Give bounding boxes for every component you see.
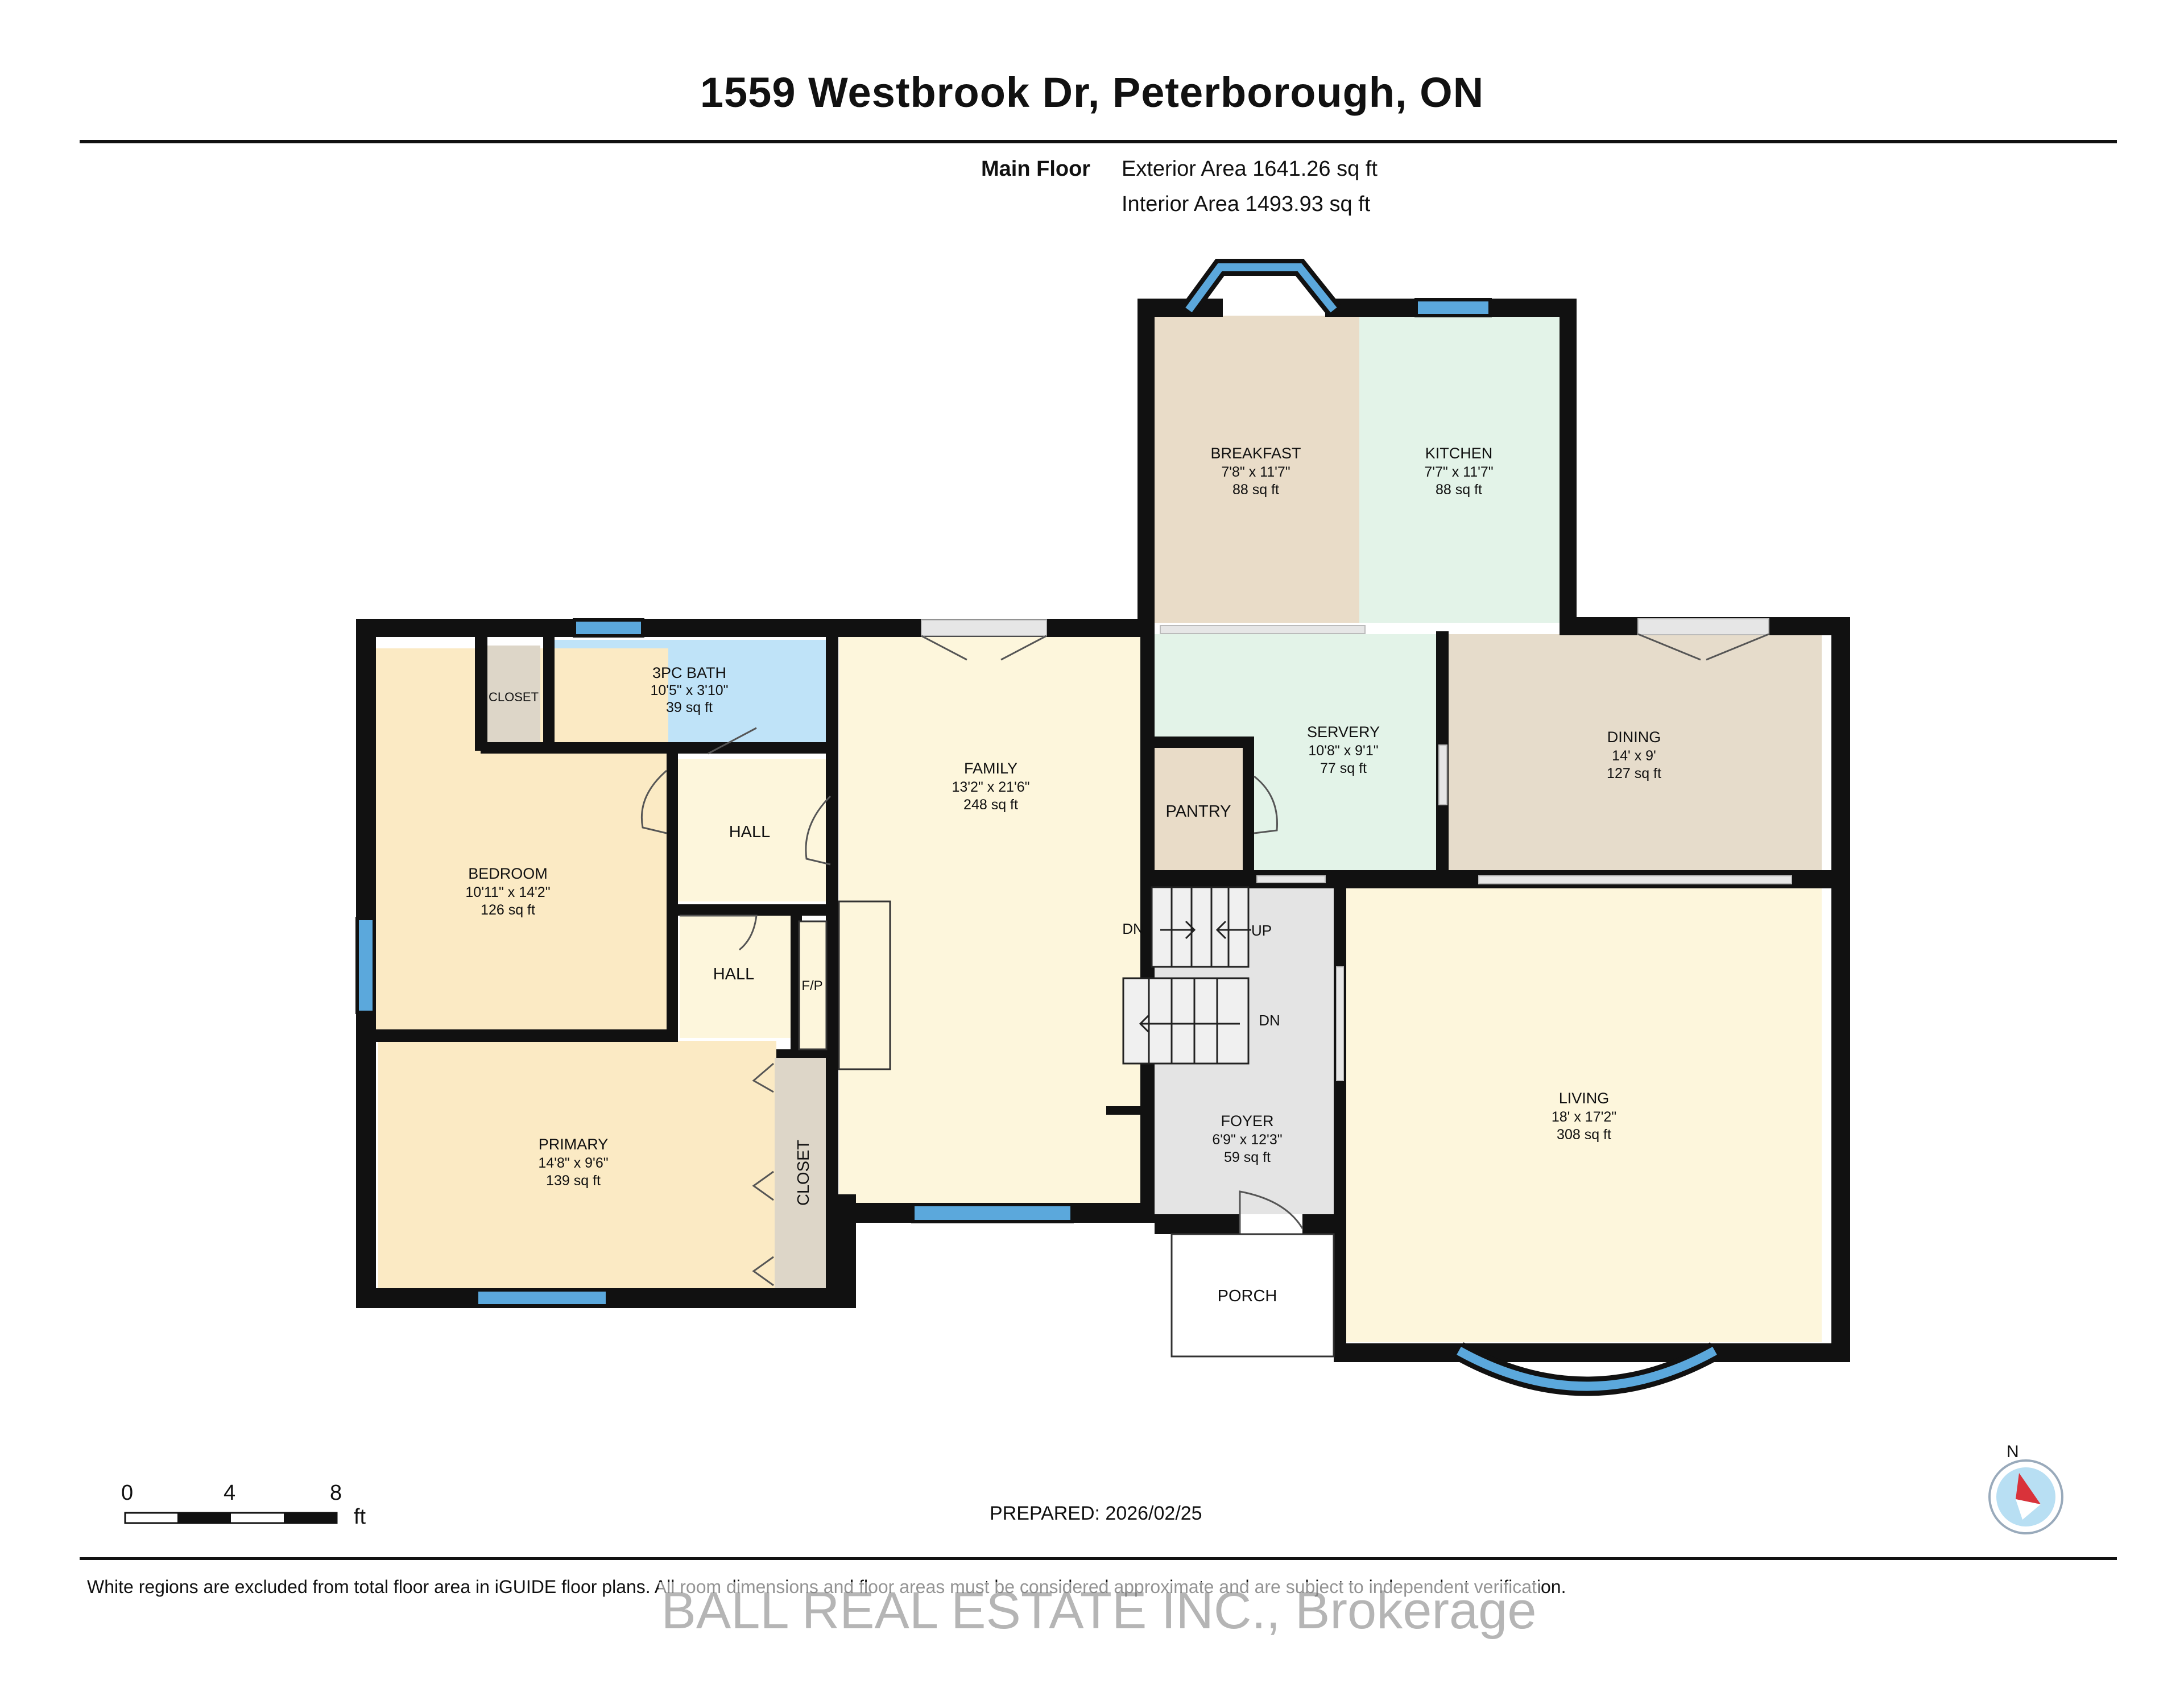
bath-name: 3PC BATH xyxy=(652,664,726,681)
porch-label: PORCH xyxy=(1218,1287,1277,1305)
exterior-area: Exterior Area 1641.26 sq ft xyxy=(1122,157,1378,181)
family-area: 248 sq ft xyxy=(963,797,1018,813)
bath-area: 39 sq ft xyxy=(666,700,713,715)
footer-rule xyxy=(80,1557,2117,1560)
kitchen-area: 88 sq ft xyxy=(1436,482,1482,498)
porch-outline xyxy=(1170,1233,1335,1358)
fireplace-hearth xyxy=(838,900,891,1070)
bedroom-dims: 10'11" x 14'2" xyxy=(465,884,550,900)
breakfast-dims: 7'8" x 11'7" xyxy=(1221,464,1290,480)
foyer-dims: 6'9" x 12'3" xyxy=(1212,1132,1282,1148)
family-dims: 13'2" x 21'6" xyxy=(952,779,1029,795)
bedroom-name: BEDROOM xyxy=(468,865,548,882)
bedroom-area: 126 sq ft xyxy=(481,902,535,918)
bath-dims: 10'5" x 3'10" xyxy=(650,682,728,698)
pantry-fill xyxy=(1155,748,1243,873)
dining-area: 127 sq ft xyxy=(1607,766,1661,781)
living-area: 308 sq ft xyxy=(1557,1127,1611,1143)
hall-upper-fill xyxy=(678,759,829,901)
scale-tick-4: 4 xyxy=(224,1481,236,1505)
stairs xyxy=(1122,886,1251,1065)
door-swings xyxy=(640,633,1769,1286)
pantry-label: PANTRY xyxy=(1166,802,1231,821)
closet-top-fill xyxy=(486,646,540,748)
kitchen-name: KITCHEN xyxy=(1425,445,1493,462)
header-rule xyxy=(80,140,2117,143)
stair-dn-lower-label: DN xyxy=(1259,1012,1280,1029)
living-fill xyxy=(1345,887,1822,1342)
compass-icon: N xyxy=(1988,1442,2063,1534)
primary-dims: 14'8" x 9'6" xyxy=(538,1155,608,1171)
dining-dims: 14' x 9' xyxy=(1612,748,1656,764)
servery-name: SERVERY xyxy=(1307,723,1380,740)
floor-label: Main Floor xyxy=(981,157,1091,181)
fireplace-label: F/P xyxy=(801,978,822,994)
closet-side-label: CLOSET xyxy=(795,1140,813,1206)
scale-tick-0: 0 xyxy=(121,1481,134,1505)
closet-top-label: CLOSET xyxy=(489,690,539,704)
servery-area: 77 sq ft xyxy=(1320,760,1367,776)
scale-bar xyxy=(124,1512,338,1524)
primary-area: 139 sq ft xyxy=(546,1173,601,1189)
interior-area: Interior Area 1493.93 sq ft xyxy=(1122,192,1371,216)
primary-name: PRIMARY xyxy=(539,1136,609,1153)
fireplace-box xyxy=(798,920,828,1050)
kitchen-fill xyxy=(1359,316,1560,623)
hall-lower-label: HALL xyxy=(713,965,755,983)
living-dims: 18' x 17'2" xyxy=(1552,1109,1616,1125)
compass-label: N xyxy=(2007,1442,2019,1461)
openings xyxy=(921,618,1792,1081)
closet-side-fill xyxy=(775,1058,829,1288)
foyer-name: FOYER xyxy=(1221,1112,1273,1130)
brokerage-watermark: BALL REAL ESTATE INC., Brokerage xyxy=(659,1582,1539,1639)
foyer-area: 59 sq ft xyxy=(1224,1149,1271,1165)
breakfast-fill xyxy=(1155,316,1359,623)
family-name: FAMILY xyxy=(964,760,1017,777)
breakfast-area: 88 sq ft xyxy=(1232,482,1279,498)
primary-fill xyxy=(378,1041,776,1291)
page-title: 1559 Westbrook Dr, Peterborough, ON xyxy=(700,69,1484,116)
room-labels: BREAKFAST 7'8" x 11'7" 88 sq ft KITCHEN … xyxy=(465,445,1661,1305)
hall-upper-label: HALL xyxy=(729,823,771,841)
stair-up-label: UP xyxy=(1251,922,1272,939)
dining-fill xyxy=(1447,634,1822,873)
stair-dn-left-label: DN xyxy=(1122,920,1144,937)
scale-tick-8: 8 xyxy=(330,1481,342,1505)
windows xyxy=(355,259,1720,1396)
servery-dims: 10'8" x 9'1" xyxy=(1308,743,1378,759)
breakfast-name: BREAKFAST xyxy=(1210,445,1301,462)
family-fill xyxy=(839,637,1140,1206)
hall-lower-fill xyxy=(680,916,791,1038)
prepared-date: PREPARED: 2026/02/25 xyxy=(990,1503,1202,1524)
dining-name: DINING xyxy=(1607,729,1661,746)
living-name: LIVING xyxy=(1559,1090,1610,1107)
kitchen-dims: 7'7" x 11'7" xyxy=(1424,464,1493,480)
scale-unit: ft xyxy=(354,1505,366,1529)
